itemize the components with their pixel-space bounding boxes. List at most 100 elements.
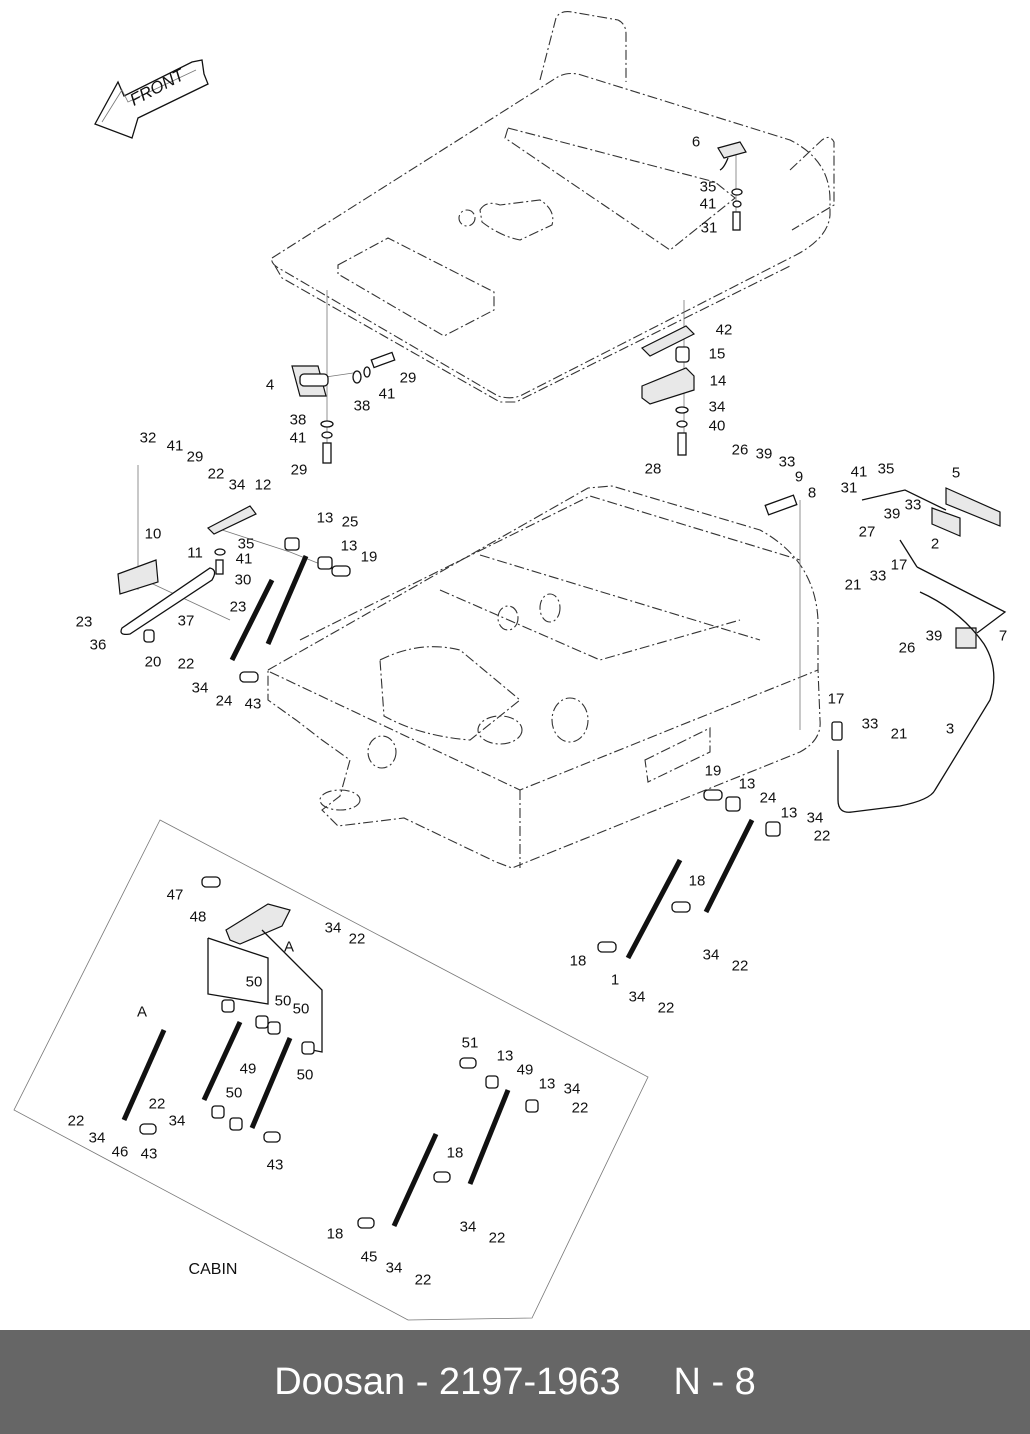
callout-label: 22 (67, 1112, 85, 1130)
callout-label: 33 (861, 715, 879, 733)
callout-label: 38 (353, 397, 371, 415)
callout-label: 13 (738, 775, 756, 793)
callout-label: 48 (189, 908, 207, 926)
callout-label: 42 (715, 321, 733, 339)
callout-label: 34 (385, 1259, 403, 1277)
callout-label: 19 (360, 548, 378, 566)
callout-label: 5 (951, 464, 961, 482)
callout-label: 36 (89, 636, 107, 654)
callout-label: 22 (571, 1099, 589, 1117)
callout-label: 18 (688, 872, 706, 890)
callout-label: 34 (702, 946, 720, 964)
callout-label: 22 (414, 1271, 432, 1289)
callout-label: 4 (265, 376, 275, 394)
callout-label: 17 (890, 556, 908, 574)
callout-label: 19 (704, 762, 722, 780)
callout-label: 7 (998, 627, 1008, 645)
callout-label: 21 (844, 576, 862, 594)
callout-label: 22 (348, 930, 366, 948)
callout-label: 34 (628, 988, 646, 1006)
callout-label: 50 (245, 973, 263, 991)
parts-diagram: .dash { fill: none; stroke: #333; stroke… (13, 11, 1008, 1321)
callout-label: 20 (144, 653, 162, 671)
callout-label: 22 (148, 1095, 166, 1113)
callout-label: 41 (378, 385, 396, 403)
callout-label: 34 (708, 398, 726, 416)
callout-label: 50 (225, 1084, 243, 1102)
callout-label: 29 (399, 369, 417, 387)
callout-label: 13 (780, 804, 798, 822)
callout-label: 33 (904, 496, 922, 514)
callout-label: 35 (699, 178, 717, 196)
callout-label: 33 (778, 453, 796, 471)
callout-label: 38 (289, 411, 307, 429)
diagram-drawing: .dash { fill: none; stroke: #333; stroke… (13, 11, 1007, 1321)
callout-label: 49 (239, 1060, 257, 1078)
upper-frame (267, 485, 821, 869)
callout-label: 39 (755, 445, 773, 463)
callout-label: 8 (807, 484, 817, 502)
callout-label: 18 (326, 1225, 344, 1243)
callout-label: 40 (708, 417, 726, 435)
callout-label: 49 (516, 1061, 534, 1079)
callout-label: 34 (459, 1218, 477, 1236)
callout-label: 25 (341, 513, 359, 531)
callout-label: 34 (228, 476, 246, 494)
callout-label: 18 (446, 1144, 464, 1162)
callout-label: 13 (538, 1075, 556, 1093)
footer-bar: Doosan - 2197-1963 N - 8 (0, 1330, 1030, 1434)
callout-label: 47 (166, 886, 184, 904)
callout-label: 24 (215, 692, 233, 710)
callout-label: 34 (191, 679, 209, 697)
callout-label: 29 (290, 461, 308, 479)
callout-label: 31 (840, 479, 858, 497)
callout-label: 37 (177, 612, 195, 630)
callout-label: 35 (237, 535, 255, 553)
callout-label: 43 (244, 695, 262, 713)
callout-label: 15 (708, 345, 726, 363)
callout-label: 3 (945, 720, 955, 738)
callout-label: 13 (316, 509, 334, 527)
callout-label: 9 (794, 468, 804, 486)
callout-label: 39 (925, 627, 943, 645)
callout-label: 30 (234, 571, 252, 589)
hardware-parts (13, 141, 1001, 1321)
callout-label: 46 (111, 1143, 129, 1161)
callout-label: 34 (168, 1112, 186, 1130)
callout-label: 22 (207, 465, 225, 483)
callout-label: 41 (289, 429, 307, 447)
callout-label: 34 (806, 809, 824, 827)
callout-label: 17 (827, 690, 845, 708)
callout-label: 50 (274, 992, 292, 1010)
callout-label: 41 (699, 195, 717, 213)
callout-label: 26 (898, 639, 916, 657)
callout-label: 31 (700, 219, 718, 237)
callout-label: 41 (235, 550, 253, 568)
callout-label: 22 (731, 957, 749, 975)
callout-label: A (283, 938, 295, 956)
front-arrow-icon (94, 59, 209, 139)
callout-label: 33 (869, 567, 887, 585)
callout-label: 10 (144, 525, 162, 543)
callout-label: 28 (644, 460, 662, 478)
callout-label: 41 (850, 463, 868, 481)
callout-label: 50 (296, 1066, 314, 1084)
callout-label: 51 (461, 1034, 479, 1052)
callout-label: 22 (813, 827, 831, 845)
callout-label: 11 (187, 544, 203, 562)
callout-label: 22 (657, 999, 675, 1017)
callout-label: 18 (569, 952, 587, 970)
callout-label: 6 (691, 133, 701, 151)
callout-label: A (136, 1003, 148, 1021)
callout-label: 22 (488, 1229, 506, 1247)
cabin-label: CABIN (188, 1261, 238, 1278)
callout-label: 13 (496, 1047, 514, 1065)
callout-label: 26 (731, 441, 749, 459)
callout-label: 34 (563, 1080, 581, 1098)
callout-label: 22 (177, 655, 195, 673)
callout-label: 43 (266, 1156, 284, 1174)
callout-label: 23 (229, 598, 247, 616)
callout-label: 41 (166, 437, 184, 455)
callout-label: 12 (254, 476, 272, 494)
floor-plate (271, 11, 835, 403)
